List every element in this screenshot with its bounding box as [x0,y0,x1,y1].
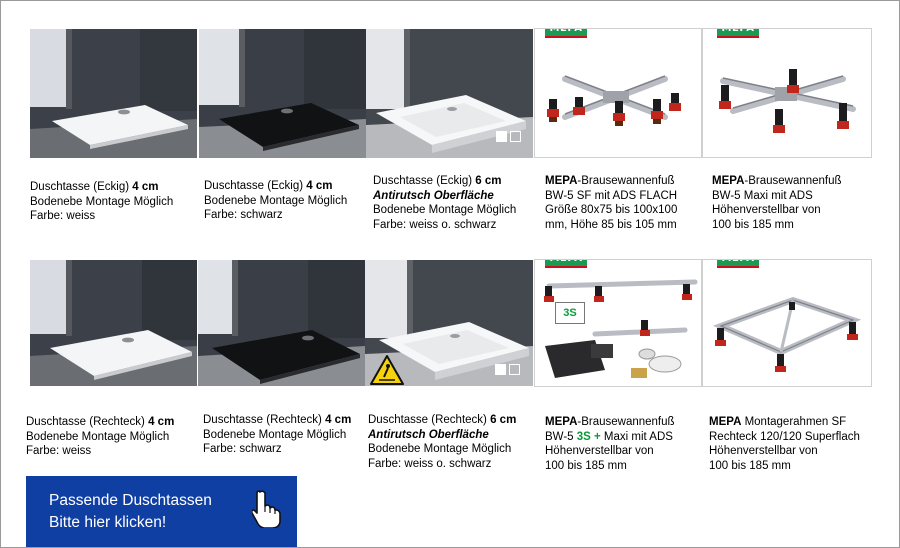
product-height-label: Höhenverstellbar von [712,204,821,217]
image-gallery-dots[interactable] [496,131,521,142]
product-text-8[interactable]: Duschtasse (Rechteck) 6 cm Antirutsch Ob… [368,413,516,471]
product-title: Montagerahmen SF [741,416,847,428]
product-image-square-antislip-6cm[interactable] [366,29,533,158]
product-feature: Bodenebe Montage Möglich [26,430,170,443]
product-height-range: 100 bis 185 mm [709,459,791,472]
product-text-1[interactable]: Duschtasse (Eckig) 4 cm Bodenebe Montage… [30,180,173,224]
product-image-mepa-montagerahmen[interactable]: MEPA [702,259,872,387]
3s-badge: 3S [555,302,585,324]
product-height: 4 cm [306,180,333,192]
product-3s-plus: 3S + [576,430,601,443]
product-surface: Antirutsch Oberfläche [373,189,494,202]
brand-name: MEPA [545,416,578,428]
product-surface: Antirutsch Oberfläche [368,428,489,441]
product-height-range: 100 bis 185 mm [545,459,627,472]
cta-line-1: Passende Duschtassen [49,492,212,509]
product-text-4[interactable]: MEPA-Brausewannenfuß BW-5 SF mit ADS FLA… [545,174,677,232]
mepa-logo: MEPA [545,260,587,268]
product-image-mepa-bw5-maxi[interactable]: MEPA [702,28,872,158]
product-feature: Bodenebe Montage Möglich [373,204,517,217]
product-title: Duschtasse (Eckig) [30,181,133,193]
gallery-dot-1[interactable] [496,131,507,142]
product-color: Farbe: schwarz [204,209,283,222]
product-size: Größe 80x75 bis 100x100 [545,204,678,217]
product-height: 6 cm [475,175,502,187]
product-image-mepa-bw5-3s-maxi[interactable]: MEPA 3S [534,259,702,387]
product-model: Rechteck 120/120 Superflach [709,430,860,443]
product-image-square-black-4cm[interactable] [199,29,366,158]
product-height: 4 cm [132,181,159,193]
product-image-mepa-bw5-sf[interactable]: MEPA [534,28,702,158]
gallery-dot-2[interactable] [510,131,521,142]
product-title: Duschtasse (Rechteck) [203,414,326,426]
product-title: -Brausewannenfuß [577,175,675,187]
product-model: BW-5 Maxi mit ADS [712,189,813,202]
product-text-3[interactable]: Duschtasse (Eckig) 6 cm Antirutsch Oberf… [373,174,516,232]
product-title: Duschtasse (Eckig) [204,180,307,192]
product-title: Duschtasse (Eckig) [373,175,476,187]
mepa-logo: MEPA [717,260,759,268]
product-text-7[interactable]: Duschtasse (Rechteck) 4 cm Bodenebe Mont… [203,413,351,457]
product-color: Farbe: weiss o. schwarz [368,457,492,470]
mepa-logo: MEPA [545,29,587,38]
cta-line-2: Bitte hier klicken! [49,514,167,531]
product-image-rect-black-4cm[interactable] [198,260,365,386]
product-height: 4 cm [148,416,175,428]
product-model: BW-5 SF mit ADS FLACH [545,189,678,202]
product-text-5[interactable]: MEPA-Brausewannenfuß BW-5 Maxi mit ADS H… [712,174,842,232]
product-feature: Bodenebe Montage Möglich [30,195,174,208]
product-image-rect-antislip-6cm[interactable] [365,260,533,386]
mepa-logo: MEPA [717,29,759,38]
product-text-2[interactable]: Duschtasse (Eckig) 4 cm Bodenebe Montage… [204,179,347,223]
brand-name: MEPA [709,416,742,428]
product-height-label: Höhenverstellbar von [545,445,654,458]
product-image-rect-white-4cm[interactable] [30,260,197,386]
gallery-dot-1[interactable] [495,364,506,375]
product-height-range: mm, Höhe 85 bis 105 mm [545,218,677,231]
product-title: -Brausewannenfuß [744,175,842,187]
product-height: 4 cm [325,414,352,426]
product-image-square-white-4cm[interactable] [30,29,197,158]
product-title: Duschtasse (Rechteck) [26,416,149,428]
product-color: Farbe: schwarz [203,443,282,456]
product-model-suffix: Maxi mit ADS [600,430,673,443]
product-color: Farbe: weiss o. schwarz [373,218,497,231]
product-model: BW-5 [545,430,577,443]
product-color: Farbe: weiss [30,210,96,223]
brand-name: MEPA [712,175,745,187]
product-text-9[interactable]: MEPA-Brausewannenfuß BW-5 3S + Maxi mit … [545,415,675,473]
product-text-6[interactable]: Duschtasse (Rechteck) 4 cm Bodenebe Mont… [26,415,174,459]
product-color: Farbe: weiss [26,445,92,458]
matching-shower-trays-button[interactable]: Passende Duschtassen Bitte hier klicken! [26,476,297,547]
product-title: -Brausewannenfuß [577,416,675,428]
product-height-label: Höhenverstellbar von [709,445,818,458]
gallery-dot-2[interactable] [509,364,520,375]
product-text-10[interactable]: MEPA Montagerahmen SF Rechteck 120/120 S… [709,415,860,473]
product-feature: Bodenebe Montage Möglich [203,428,347,441]
product-height-range: 100 bis 185 mm [712,218,794,231]
product-feature: Bodenebe Montage Möglich [368,443,512,456]
product-feature: Bodenebe Montage Möglich [204,194,348,207]
product-height: 6 cm [490,414,517,426]
image-gallery-dots[interactable] [495,364,520,375]
product-title: Duschtasse (Rechteck) [368,414,491,426]
brand-name: MEPA [545,175,578,187]
pointing-hand-icon [252,490,281,528]
